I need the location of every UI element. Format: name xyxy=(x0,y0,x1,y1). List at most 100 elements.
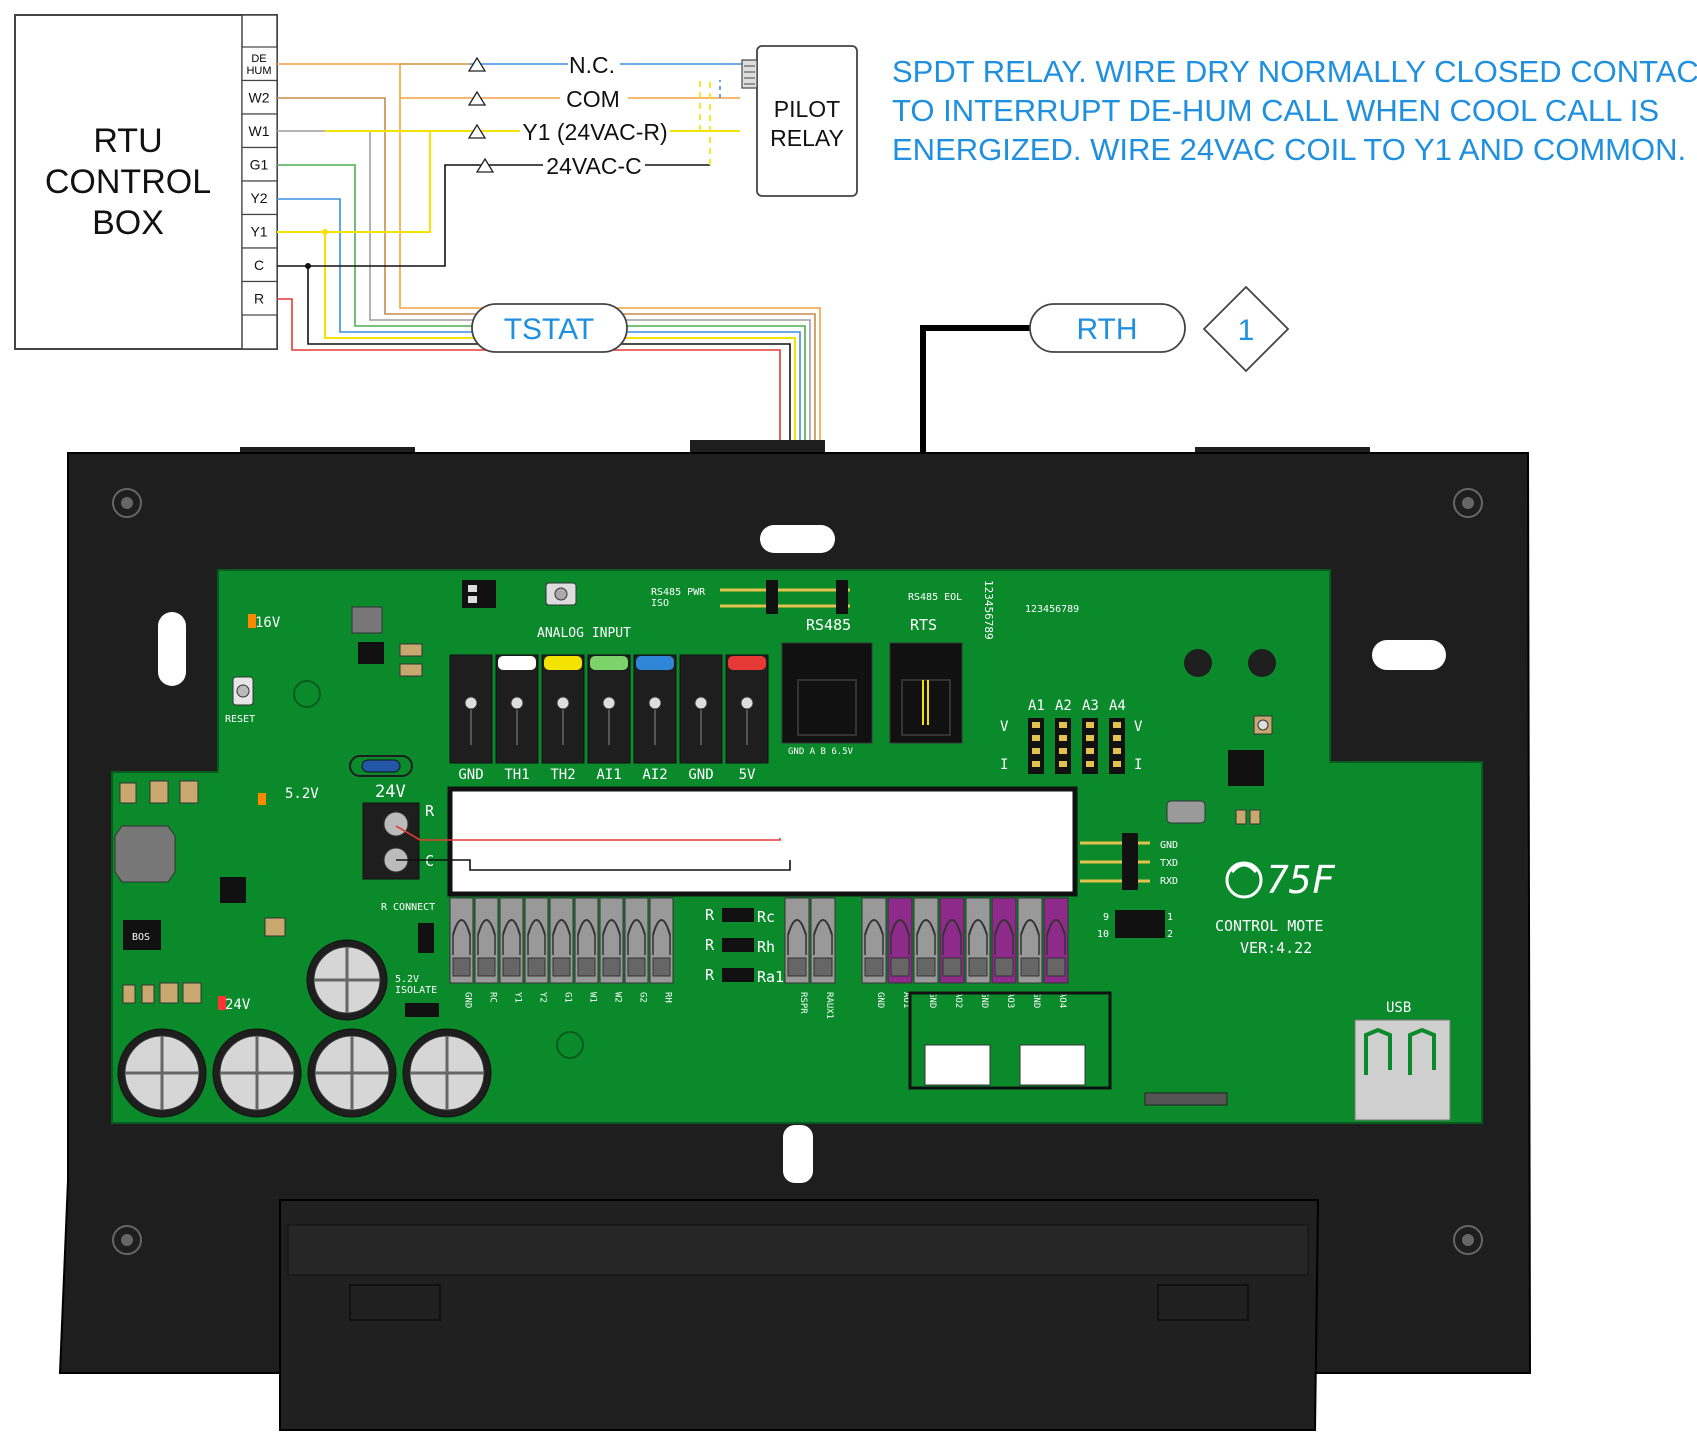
rth-jack xyxy=(889,642,963,744)
standoff-hole xyxy=(1184,649,1212,677)
terminal-label: W1 xyxy=(588,992,598,1003)
aux-terminal: RSPR xyxy=(784,897,810,1014)
wire-slot-bottom xyxy=(783,1125,813,1183)
ao-terminal: GND xyxy=(913,897,939,1008)
ao-jumper xyxy=(1109,718,1125,774)
leaf-icon xyxy=(1225,861,1263,899)
label-bg xyxy=(560,86,628,110)
pilot-relay-label-2: RELAY xyxy=(770,125,844,151)
triangle-marker-nc xyxy=(467,56,487,72)
rtu-box-outline xyxy=(14,14,278,350)
terminal-label: GND xyxy=(979,992,989,1008)
note-number-diamond xyxy=(1202,285,1290,373)
terminal-label: AO2 xyxy=(953,992,963,1008)
mount-slot-left xyxy=(158,612,186,686)
tstat-callout: TSTAT xyxy=(471,303,628,353)
r-jumper-r: R xyxy=(705,936,715,954)
rs485-pin-labels: GND A B 6.5V xyxy=(788,747,854,757)
rtu-title-line-1: RTU xyxy=(93,122,162,160)
led-5v2-label: 5.2V xyxy=(285,786,319,802)
ao-jumper-label: A1 xyxy=(1028,698,1045,714)
header-pin-10: 10 xyxy=(1097,929,1109,940)
ao-terminal: GND xyxy=(1017,897,1043,1008)
header-pin-1: 1 xyxy=(1167,912,1173,923)
r-jumper-r: R xyxy=(705,906,715,924)
relay-terminal: RH xyxy=(649,897,674,1003)
relay-terminal: G2 xyxy=(624,897,649,1003)
analog-input-terminal: AI1 xyxy=(587,654,631,783)
rth-jack-label: RTS xyxy=(910,616,937,634)
analog-input-label: AI2 xyxy=(642,767,667,783)
product-name: CONTROL MOTE xyxy=(1215,917,1323,935)
serial-vertical: 123456789 xyxy=(982,580,995,640)
passive-components xyxy=(119,643,1261,1004)
r-jumper-label: Rh xyxy=(757,938,775,956)
product-version: VER:4.22 xyxy=(1240,939,1312,957)
connector xyxy=(1019,1044,1086,1086)
vi-label: I xyxy=(1000,757,1008,773)
relay-terminal: RC xyxy=(474,897,499,1003)
rtu-terminal-label: C xyxy=(254,257,264,273)
relay-terminal: G1 xyxy=(549,897,574,1003)
wire-slot-top xyxy=(760,525,835,553)
power-r-label: R xyxy=(425,802,435,820)
pilot-relay-label-1: PILOT xyxy=(774,96,840,122)
lip-notch-left xyxy=(349,1284,441,1321)
pilot-relay-wiring xyxy=(305,56,755,269)
ao-terminal: AO1 xyxy=(887,897,913,1008)
triangle-marker-com xyxy=(467,90,487,106)
terminal-label: G1 xyxy=(563,992,573,1003)
r-jumper xyxy=(722,938,754,952)
terminal-label: GND xyxy=(1031,992,1041,1008)
wire-label-24vac-c: 24VAC-C xyxy=(546,153,641,179)
uart-gnd: GND xyxy=(1160,840,1178,851)
tstat-capsule xyxy=(471,303,628,353)
pin-header xyxy=(1144,1092,1228,1106)
r-jumper xyxy=(722,968,754,982)
brand-name: 75F xyxy=(1266,858,1336,902)
crystal xyxy=(1166,800,1206,824)
rtu-title-line-2: CONTROL xyxy=(45,163,211,201)
ao-jumper xyxy=(1028,718,1044,774)
r-jumper-label: Rc xyxy=(757,908,775,926)
analog-input-terminal: TH2 xyxy=(541,654,585,783)
rs485-title: RS485 xyxy=(806,616,851,634)
rtu-terminal-label: R xyxy=(254,291,264,307)
wire-y1-tap xyxy=(325,131,431,233)
brand-logo: 75F xyxy=(1225,858,1336,902)
analog-input-label: AI1 xyxy=(596,767,621,783)
note-number: 1 xyxy=(1238,314,1255,347)
terminal-label: W2 xyxy=(613,992,623,1003)
relay-terminal: W1 xyxy=(574,897,599,1003)
analog-input-label: 5V xyxy=(739,767,756,783)
ao-jumper-label: A4 xyxy=(1109,698,1126,714)
terminal-label: RAUX1 xyxy=(824,992,834,1019)
analog-input-label: TH1 xyxy=(504,767,529,783)
led-24v-label: 24V xyxy=(225,997,251,1013)
analog-input-terminal: 5V xyxy=(725,654,769,783)
wire-window xyxy=(447,786,1078,897)
rs485-jack xyxy=(781,642,873,744)
rs485-eol-label: RS485 EOL xyxy=(908,592,962,603)
wire-c-tap xyxy=(308,164,710,267)
terminal-label: GND xyxy=(875,992,885,1008)
rth-capsule xyxy=(1029,303,1186,353)
serial-number: 123456789 xyxy=(1025,604,1079,615)
vi-label: V xyxy=(1000,719,1009,735)
inductor xyxy=(351,606,383,634)
relay-terminal: Y2 xyxy=(524,897,549,1003)
relay-terminal: W2 xyxy=(599,897,624,1003)
wire-label-nc: N.C. xyxy=(569,52,615,78)
rtu-terminal-label: G1 xyxy=(250,157,269,173)
terminal-label: GND xyxy=(463,992,473,1008)
ao-terminal: AO3 xyxy=(991,897,1017,1008)
r-jumper-label: Ra1 xyxy=(757,968,784,986)
r-jumper xyxy=(722,908,754,922)
ic xyxy=(358,642,384,664)
terminal-label: AO4 xyxy=(1057,992,1067,1008)
rtu-terminal-label: W1 xyxy=(249,123,270,139)
uart-txd: TXD xyxy=(1160,858,1178,869)
note-line-3: ENERGIZED. WIRE 24VAC COIL TO Y1 AND COM… xyxy=(892,132,1687,167)
front-lip-face xyxy=(287,1224,1309,1276)
